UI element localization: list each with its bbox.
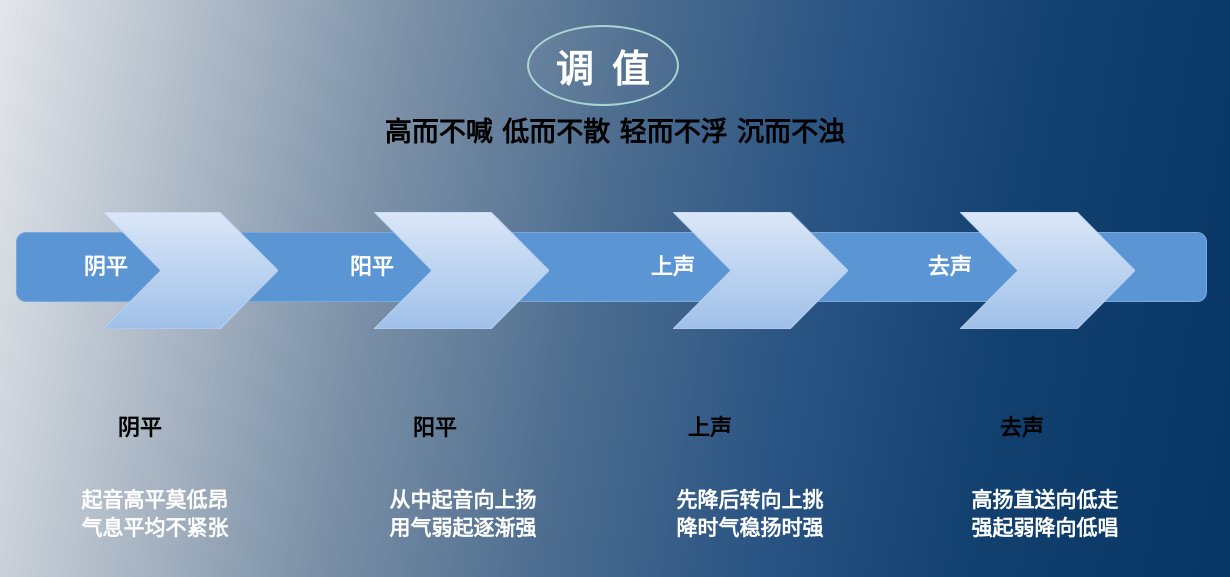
tone-desc-line: 强起弱降向低唱 bbox=[971, 515, 1119, 540]
subtitle: 高而不喊 低而不散 轻而不浮 沉而不浊 bbox=[384, 117, 846, 148]
tone-desc-line: 降时气稳扬时强 bbox=[676, 515, 824, 540]
tone-desc-line: 先降后转向上挑 bbox=[676, 487, 824, 512]
tone-desc-line: 气息平均不紧张 bbox=[81, 515, 229, 540]
tone-desc-shangsheng: 先降后转向上挑 降时气稳扬时强 bbox=[620, 486, 880, 542]
chevron-arrow-yinping bbox=[103, 212, 278, 329]
tone-title-yinping: 阴平 bbox=[117, 415, 162, 441]
tone-desc-line: 用气弱起逐渐强 bbox=[389, 515, 537, 540]
band-label-qusheng: 去声 bbox=[928, 254, 973, 280]
chevron-arrow-yangping bbox=[374, 212, 549, 329]
tone-desc-yinping: 起音高平莫低昂 气息平均不紧张 bbox=[25, 486, 285, 542]
band-label-yinping: 阴平 bbox=[84, 254, 129, 280]
chevron-arrow-qusheng bbox=[960, 212, 1135, 329]
tone-title-yangping: 阳平 bbox=[412, 415, 457, 441]
tone-desc-line: 从中起音向上扬 bbox=[389, 487, 537, 512]
tone-desc-line: 起音高平莫低昂 bbox=[81, 487, 229, 512]
tone-desc-line: 高扬直送向低走 bbox=[971, 487, 1119, 512]
page-title: 调值 bbox=[555, 46, 668, 91]
band-label-yangping: 阳平 bbox=[350, 254, 395, 280]
title-ellipse: 调值 bbox=[527, 25, 679, 106]
chevron-arrow-shangsheng bbox=[673, 212, 848, 329]
band-label-shangsheng: 上声 bbox=[651, 254, 696, 280]
tone-title-shangsheng: 上声 bbox=[687, 415, 732, 441]
tone-desc-qusheng: 高扬直送向低走 强起弱降向低唱 bbox=[915, 486, 1175, 542]
tone-title-qusheng: 去声 bbox=[999, 415, 1044, 441]
tone-desc-yangping: 从中起音向上扬 用气弱起逐渐强 bbox=[333, 486, 593, 542]
